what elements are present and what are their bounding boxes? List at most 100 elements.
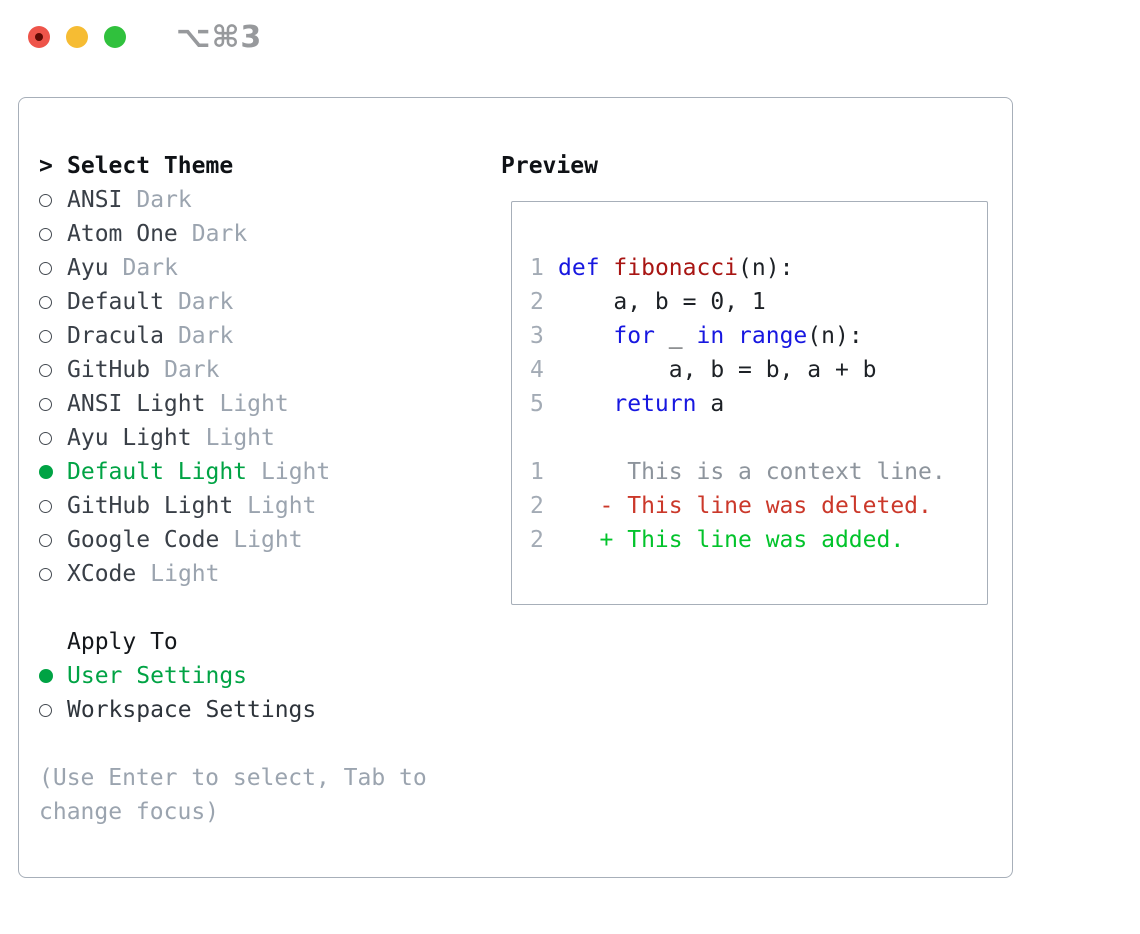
theme-option-google-code[interactable]: Google Code Light [39, 523, 489, 557]
theme-name: Ayu [67, 255, 109, 281]
theme-variant: Light [219, 391, 289, 417]
line-content: def fibonacci(n): [558, 255, 794, 281]
prompt-icon: > [39, 153, 53, 179]
radio-icon [39, 703, 52, 717]
line-content: a, b = 0, 1 [558, 289, 766, 315]
line-content: return a [613, 391, 725, 417]
line-number: 5 [530, 391, 544, 417]
radio-icon [39, 397, 52, 411]
theme-variant: Dark [191, 221, 248, 247]
close-button[interactable] [28, 26, 50, 48]
radio-icon [39, 261, 52, 275]
line-number: 2 [530, 289, 544, 315]
spacer-row [39, 727, 489, 761]
radio-selected-icon [39, 669, 53, 683]
radio-icon [39, 567, 52, 581]
radio-icon [39, 533, 52, 547]
line-content: for _ in range(n): [613, 323, 863, 349]
theme-option-ansi[interactable]: ANSI Dark [39, 183, 489, 217]
apply-option-user-settings[interactable]: User Settings [39, 659, 489, 693]
line-number: 2 [530, 493, 544, 519]
theme-variant: Dark [177, 323, 234, 349]
theme-variant: Dark [164, 357, 220, 383]
radio-selected-icon [39, 465, 53, 479]
line-content: a, b = b, a + b [558, 357, 877, 383]
radio-icon [39, 227, 52, 241]
radio-icon [39, 295, 52, 309]
hint-line-1: (Use Enter to select, Tab to [39, 765, 427, 791]
line-number: 4 [530, 357, 544, 383]
theme-name: Atom One [67, 221, 178, 247]
theme-option-github[interactable]: GitHub Dark [39, 353, 489, 387]
theme-option-ansi-light[interactable]: ANSI Light Light [39, 387, 489, 421]
code-line: 3 for _ in range(n): [530, 319, 987, 353]
apply-option-label: User Settings [67, 663, 248, 689]
theme-variant: Light [261, 459, 331, 485]
line-content: This is a context line. [558, 459, 946, 485]
apply-option-workspace-settings[interactable]: Workspace Settings [39, 693, 489, 727]
theme-name: ANSI Light [67, 391, 206, 417]
code-line: 2 a, b = 0, 1 [530, 285, 987, 319]
minimize-button[interactable] [66, 26, 88, 48]
select-theme-title: Select Theme [67, 153, 234, 179]
code-line: 1 This is a context line. [530, 455, 987, 489]
theme-name: Google Code [67, 527, 220, 553]
theme-name: GitHub [67, 357, 151, 383]
line-number: 2 [530, 527, 544, 553]
theme-option-default-light[interactable]: Default Light Light [39, 455, 489, 489]
line-content: + This line was added. [558, 527, 905, 553]
theme-variant: Light [233, 527, 303, 553]
spacer-row [39, 591, 489, 625]
theme-variant: Dark [177, 289, 234, 315]
theme-option-atom-one[interactable]: Atom One Dark [39, 217, 489, 251]
code-line: 2 - This line was deleted. [530, 489, 987, 523]
theme-name: Dracula [67, 323, 164, 349]
theme-variant: Light [205, 425, 275, 451]
theme-variant: Dark [122, 255, 178, 281]
radio-icon [39, 499, 52, 513]
theme-option-dracula[interactable]: Dracula Dark [39, 319, 489, 353]
code-line: 5 return a [530, 387, 987, 421]
code-line: 2 + This line was added. [530, 523, 987, 557]
keyboard-shortcut-label: ⌥⌘3 [176, 19, 263, 55]
line-number: 1 [530, 459, 544, 485]
code-line: 1 def fibonacci(n): [530, 251, 987, 285]
titlebar: ⌥⌘3 [28, 20, 262, 55]
select-theme-header: > Select Theme [39, 149, 489, 183]
preview-title: Preview [501, 153, 598, 179]
theme-option-github-light[interactable]: GitHub Light Light [39, 489, 489, 523]
apply-to-header: Apply To [39, 625, 489, 659]
radio-icon [39, 193, 52, 207]
maximize-button[interactable] [104, 26, 126, 48]
theme-name: Default Light [67, 459, 248, 485]
apply-option-label: Workspace Settings [67, 697, 317, 723]
radio-icon [39, 363, 52, 377]
theme-variant: Light [247, 493, 317, 519]
line-number: 3 [530, 323, 544, 349]
theme-name: XCode [67, 561, 137, 587]
code-line [530, 421, 987, 455]
line-number: 1 [530, 255, 544, 281]
unsaved-dot-icon [35, 33, 43, 41]
code-line: 4 a, b = b, a + b [530, 353, 987, 387]
theme-variant: Light [150, 561, 220, 587]
line-content: - This line was deleted. [558, 493, 932, 519]
radio-icon [39, 431, 52, 445]
theme-name: ANSI [67, 187, 123, 213]
hint-line-2: change focus) [39, 799, 220, 825]
theme-option-ayu[interactable]: Ayu Dark [39, 251, 489, 285]
theme-variant: Dark [136, 187, 192, 213]
radio-icon [39, 329, 52, 343]
apply-to-title: Apply To [67, 629, 178, 655]
theme-option-xcode[interactable]: XCode Light [39, 557, 489, 591]
theme-name: GitHub Light [67, 493, 234, 519]
